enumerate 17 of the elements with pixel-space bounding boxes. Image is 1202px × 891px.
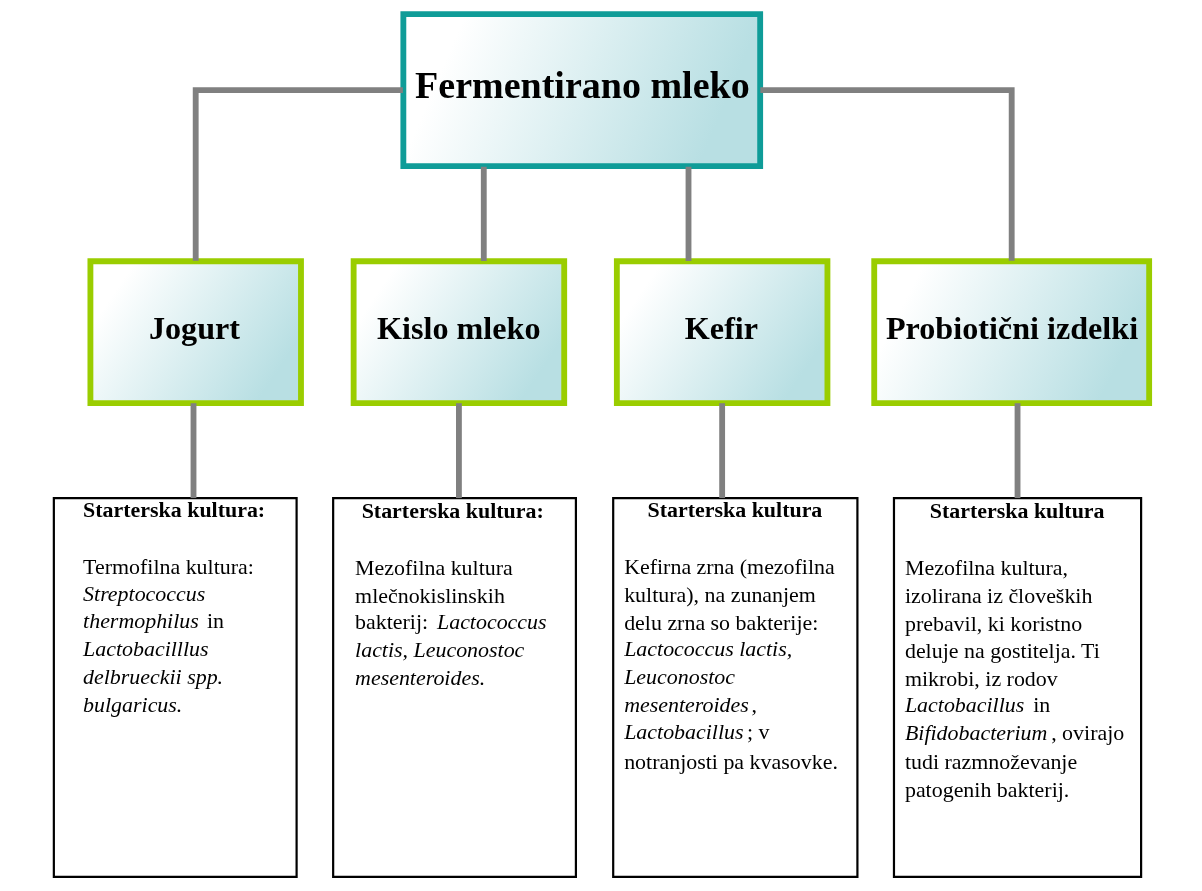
node-box: Jogurt	[87, 258, 304, 406]
node-box: Starterska kultura Kefirna zrna (mezofilna kultura), na zunanjem delu zrna so bakterije: Lactococcus lactis, Leuconostoc mesenteroides, Lactobacillus; v notranjosti pa kvasovke.	[611, 497, 858, 878]
connector	[480, 166, 487, 261]
connector	[685, 166, 691, 261]
connector	[455, 403, 462, 499]
connector	[759, 87, 1015, 261]
node-box: Probiotični izdelki	[870, 258, 1152, 406]
connector	[718, 403, 725, 499]
connector	[1014, 403, 1020, 499]
node-box: Kefir	[613, 258, 830, 406]
node-box: Starterska kultura Mezofilna kultura, izolirana iz človeških prebavil, ki koristno deluje na gostitelja. Ti mikrobi, iz rodov Lactobacillus in Bifidobacterium, ovirajo tudi razmnoževanje patogenih bakterij.	[892, 497, 1142, 878]
node-box: Starterska kultura: Termofilna kultura: Streptococcus thermophilus in Lactobacilllus delbrueckii spp. bulgaricus.	[52, 497, 298, 878]
connector	[190, 403, 196, 499]
node-box: Fermentirano mleko	[399, 11, 763, 170]
connector	[192, 87, 403, 261]
node-box: Kislo mleko	[350, 258, 567, 406]
node-box: Starterska kultura: Mezofilna kultura mlečnokislinskih bakterij: Lactococcus lactis, Leuconostoc mesenteroides.	[331, 497, 577, 878]
